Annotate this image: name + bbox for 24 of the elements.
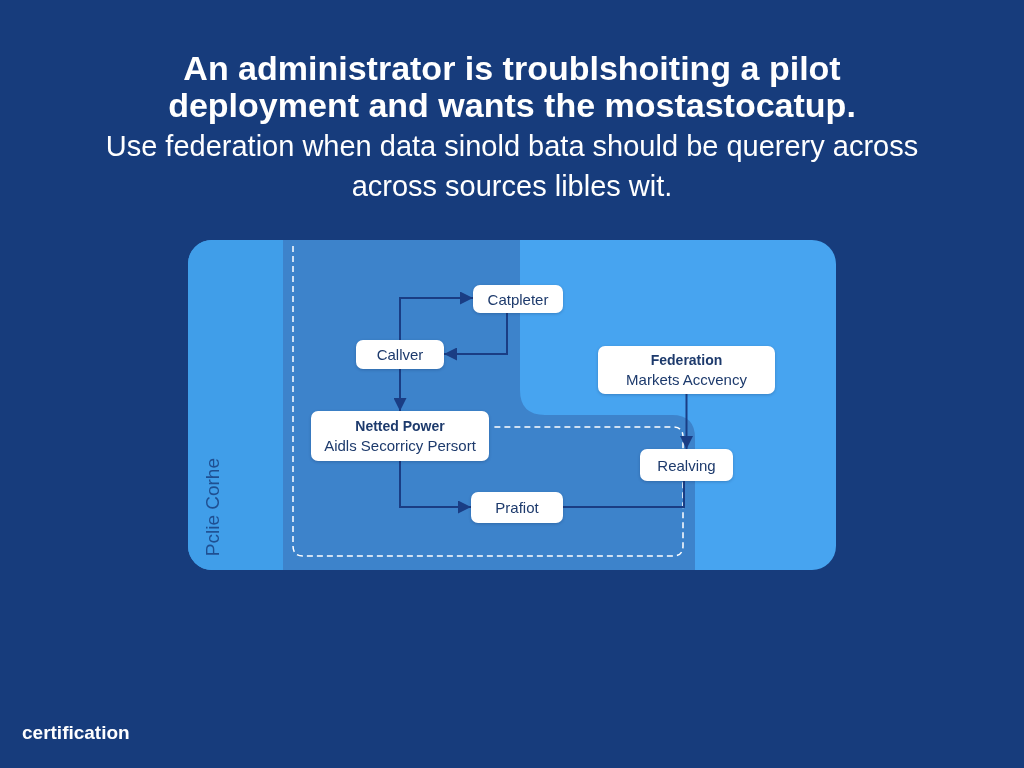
arrow [443,312,508,361]
process-box [598,346,775,394]
box-label: Callver [376,345,424,364]
box-label: Prafiot [495,498,539,517]
box-label: Markets Accvency [626,370,747,389]
arrow [399,460,472,514]
footer-text: certification [22,722,130,744]
process-box [473,285,563,313]
box-heading: Federation [650,351,723,370]
subtitle-text: Use federation when data sinold bata should be querery across across sources libles wit. [104,129,920,204]
arrow [393,368,407,412]
title-text: An administrator is troublshoiting a pilot deployment and wants the mostastocatup. [167,50,857,124]
box-label: Realving [657,455,716,475]
box-label: Aidls Secorricy Persort [324,436,476,455]
process-box [356,340,444,369]
side-band [188,240,283,570]
arrow [680,393,693,450]
process-box [471,492,563,523]
arrow [399,291,474,341]
box-label: Catpleter [487,289,549,309]
band-label: Pclie Corhe [202,457,224,556]
process-box [640,449,733,481]
process-box [311,411,489,461]
box-heading: Netted Power [355,417,445,436]
